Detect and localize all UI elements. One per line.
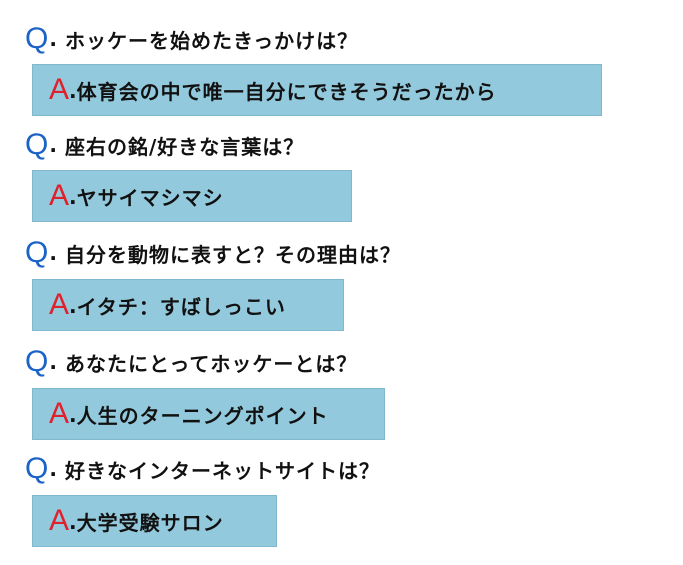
answer-box: A . 人生のターニングポイント (32, 388, 385, 440)
answer-text: 人生のターニングポイント (76, 403, 329, 428)
question-dot: . (49, 133, 57, 157)
answer-text: イタチ：すばしっこい (76, 294, 286, 319)
question-row: Q . ホッケーを始めたきっかけは？ (25, 22, 358, 56)
answer-mark-letter: A (49, 397, 70, 430)
answer-box: A . 大学受験サロン (32, 495, 277, 547)
question-text: 好きなインターネットサイトは？ (64, 458, 380, 483)
answer-dot: . (69, 294, 77, 318)
question-text: 座右の銘/好きな言葉は？ (64, 134, 305, 159)
question-text: ホッケーを始めたきっかけは？ (64, 28, 359, 53)
answer-box: A . 体育会の中で唯一自分にできそうだったから (32, 64, 602, 116)
question-dot: . (49, 350, 57, 374)
question-mark-letter: Q (25, 128, 49, 161)
answer-box: A . ヤサイマシマシ (32, 170, 352, 222)
answer-mark-letter: A (49, 504, 70, 537)
question-row: Q . 自分を動物に表すと？その理由は？ (25, 236, 401, 270)
question-mark-letter: Q (25, 452, 49, 485)
question-dot: . (49, 241, 57, 265)
answer-box: A . イタチ：すばしっこい (32, 279, 344, 331)
question-text: 自分を動物に表すと？その理由は？ (64, 242, 401, 267)
answer-dot: . (69, 79, 77, 103)
question-row: Q . あなたにとってホッケーとは？ (25, 345, 357, 379)
question-mark-letter: Q (25, 345, 49, 378)
question-dot: . (49, 27, 57, 51)
answer-text: ヤサイマシマシ (76, 185, 224, 210)
answer-dot: . (69, 510, 77, 534)
answer-dot: . (69, 403, 77, 427)
answer-mark-letter: A (49, 73, 70, 106)
question-text: あなたにとってホッケーとは？ (64, 351, 358, 376)
question-mark-letter: Q (25, 236, 49, 269)
question-row: Q . 座右の銘/好きな言葉は？ (25, 128, 304, 162)
question-dot: . (49, 457, 57, 481)
answer-text: 体育会の中で唯一自分にできそうだったから (76, 79, 497, 104)
answer-dot: . (69, 185, 77, 209)
answer-text: 大学受験サロン (76, 510, 224, 535)
answer-mark-letter: A (49, 288, 70, 321)
answer-mark-letter: A (49, 179, 70, 212)
question-row: Q . 好きなインターネットサイトは？ (25, 452, 380, 486)
question-mark-letter: Q (25, 22, 49, 55)
